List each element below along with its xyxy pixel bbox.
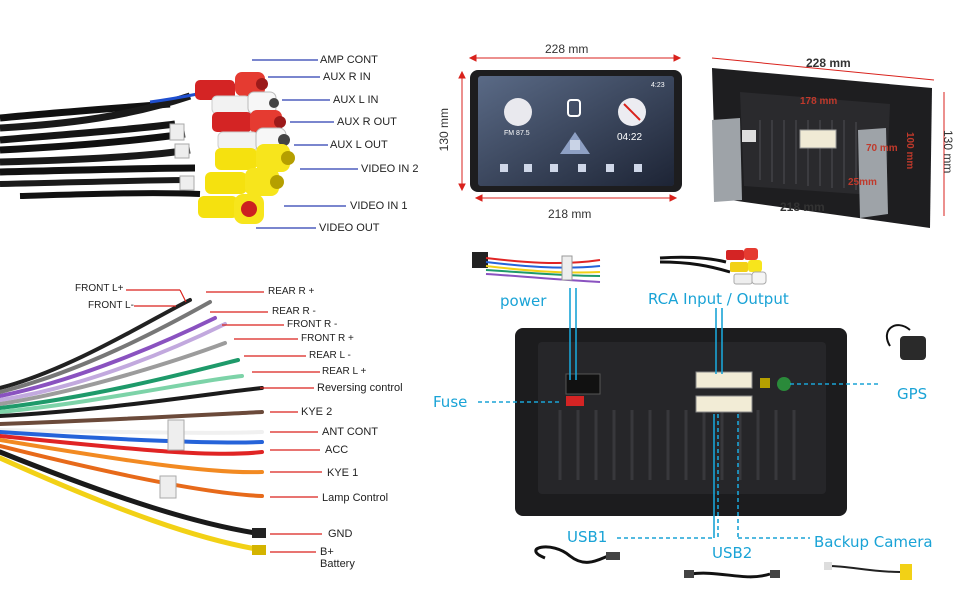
back-inner-width: 178 mm: [800, 96, 838, 107]
usb2-cable-icon: [684, 570, 780, 579]
rca-label-aux-r-in: AUX R IN: [323, 71, 371, 83]
label-usb2: USB2: [712, 544, 753, 562]
back-width-bottom: 218 mm: [780, 200, 825, 214]
rca-label-video-out: VIDEO OUT: [319, 222, 380, 234]
power-wire-harness: [0, 298, 266, 555]
usb1-cable-icon: [534, 545, 620, 564]
rca-cable-bundle: [0, 59, 358, 229]
rca-label-video-in-1: VIDEO IN 1: [350, 200, 408, 212]
rca-label-video-in-2: VIDEO IN 2: [361, 163, 419, 175]
front-width-bottom: 218 mm: [548, 207, 592, 221]
label-gps: GPS: [897, 385, 928, 403]
back-width-top: 228 mm: [806, 56, 851, 70]
label-fuse: Fuse: [433, 393, 468, 411]
label-rca-io: RCA Input / Output: [648, 290, 789, 308]
rca-label-aux-l-out: AUX L OUT: [330, 139, 388, 151]
front-unit-drawing: [458, 54, 682, 202]
harness-label-kye-1: KYE 1: [327, 467, 359, 479]
rca-label-aux-r-out: AUX R OUT: [337, 116, 397, 128]
harness-label-front-r-minus: FRONT R -: [287, 319, 338, 330]
back-unit-drawing: [711, 57, 945, 228]
screen-fm: FM 87.5: [504, 130, 530, 137]
rca-label-amp-cont: AMP CONT: [320, 54, 378, 66]
harness-label-front-r-plus: FRONT R +: [301, 333, 354, 344]
back-offset: 25mm: [848, 177, 877, 188]
front-height: 130 mm: [437, 108, 451, 152]
rca-label-aux-l-in: AUX L IN: [333, 94, 379, 106]
harness-label-rear-r-minus: REAR R -: [272, 306, 316, 317]
label-usb1: USB1: [567, 528, 608, 546]
screen-time: 04:22: [617, 132, 643, 143]
backup-camera-cable-icon: [824, 562, 912, 580]
back-inner-height: 100 mm: [904, 132, 915, 170]
back-height-outer: 130 mm: [941, 130, 955, 174]
harness-label-gnd: GND: [328, 528, 353, 540]
harness-label-lamp-control: Lamp Control: [322, 492, 389, 504]
harness-label-kye-2: KYE 2: [301, 406, 333, 418]
power-cable-icon: [472, 252, 601, 283]
harness-label-b-plus: B+: [320, 546, 334, 558]
back-depth: 70 mm: [866, 143, 898, 154]
harness-leader-lines: [126, 289, 322, 553]
connection-diagram: [472, 248, 926, 580]
harness-label-reversing-control: Reversing control: [317, 382, 403, 394]
harness-label-front-l-minus: FRONT L-: [88, 300, 134, 311]
front-width-top: 228 mm: [545, 42, 589, 56]
harness-label-battery: Battery: [320, 558, 355, 570]
rca-cable-icon: [659, 248, 767, 285]
harness-label-rear-r-plus: REAR R +: [268, 286, 315, 297]
harness-label-ant-cont: ANT CONT: [322, 426, 379, 438]
label-power: power: [500, 292, 547, 310]
gps-antenna-icon: [885, 324, 926, 360]
screen-status-time: 4:23: [651, 82, 665, 89]
harness-label-acc: ACC: [325, 444, 349, 456]
harness-label-front-l-plus: FRONT L+: [75, 283, 124, 294]
label-backup-camera: Backup Camera: [814, 533, 933, 551]
harness-label-rear-l-minus: REAR L -: [309, 350, 351, 361]
harness-label-rear-l-plus: REAR L +: [322, 366, 367, 377]
